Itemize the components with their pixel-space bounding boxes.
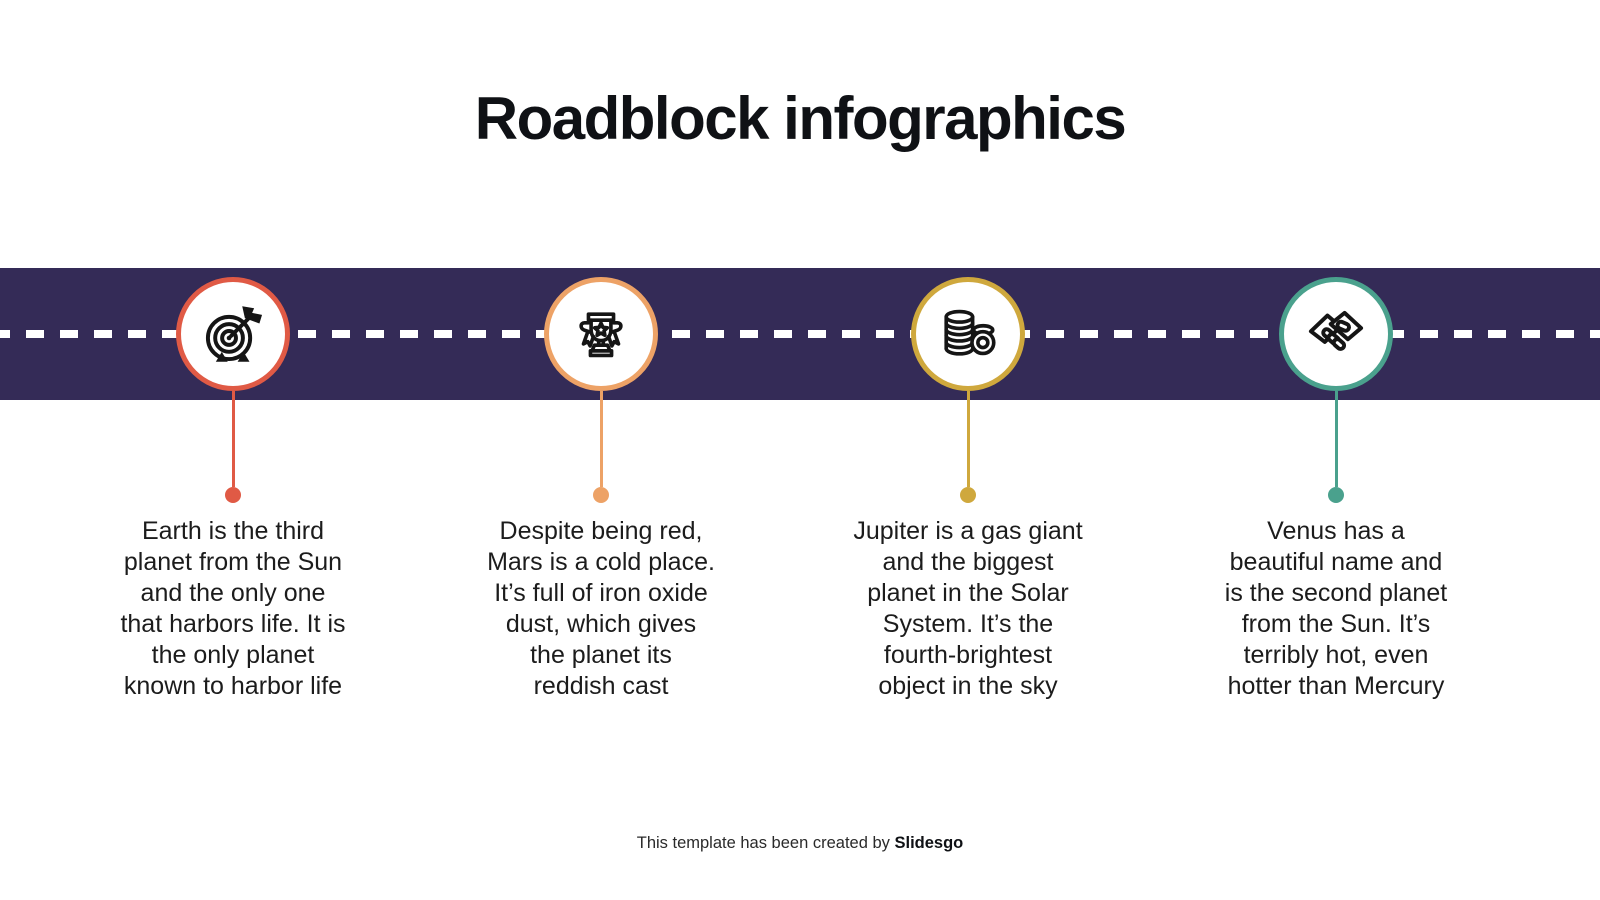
- footer-credit: This template has been created by Slides…: [0, 834, 1600, 853]
- milestone-goal: Earth is the third planet from the Sun a…: [73, 277, 393, 702]
- milestone-money-dot: [960, 487, 976, 503]
- road-dash-line: [0, 330, 1600, 338]
- trophy-icon: [579, 312, 623, 358]
- handshake-icon: [1308, 310, 1364, 351]
- milestone-goal-description: Earth is the third planet from the Sun a…: [120, 517, 346, 700]
- milestone-money-description: Jupiter is a gas giant and the biggest p…: [853, 517, 1083, 700]
- milestone-partnership-description: Venus has a beautiful name and is the se…: [1224, 517, 1448, 700]
- milestone-money-connector: [966, 391, 970, 487]
- milestone-goal-connector: [231, 391, 235, 487]
- milestone-achievement: Despite being red, Mars is a cold place.…: [441, 277, 761, 702]
- milestone-partnership: Venus has a beautiful name and is the se…: [1176, 277, 1496, 702]
- milestone-achievement-connector: [599, 391, 603, 487]
- milestone-achievement-description: Despite being red, Mars is a cold place.…: [487, 517, 715, 700]
- milestone-achievement-circle: [544, 277, 658, 391]
- milestone-partnership-connector: [1334, 391, 1338, 487]
- milestone-goal-circle: [176, 277, 290, 391]
- milestone-partnership-dot: [1328, 487, 1344, 503]
- milestone-money-circle: [911, 277, 1025, 391]
- milestone-partnership-circle: [1279, 277, 1393, 391]
- page-title: Roadblock infographics: [474, 85, 1127, 152]
- coins-icon: [944, 309, 996, 356]
- target-arrow-icon: [205, 306, 263, 362]
- footer-credit-text: This template has been created by: [636, 834, 895, 852]
- footer-brand: Slidesgo: [894, 834, 964, 852]
- milestone-achievement-dot: [593, 487, 609, 503]
- milestone-money: Jupiter is a gas giant and the biggest p…: [808, 277, 1128, 702]
- milestone-goal-dot: [225, 487, 241, 503]
